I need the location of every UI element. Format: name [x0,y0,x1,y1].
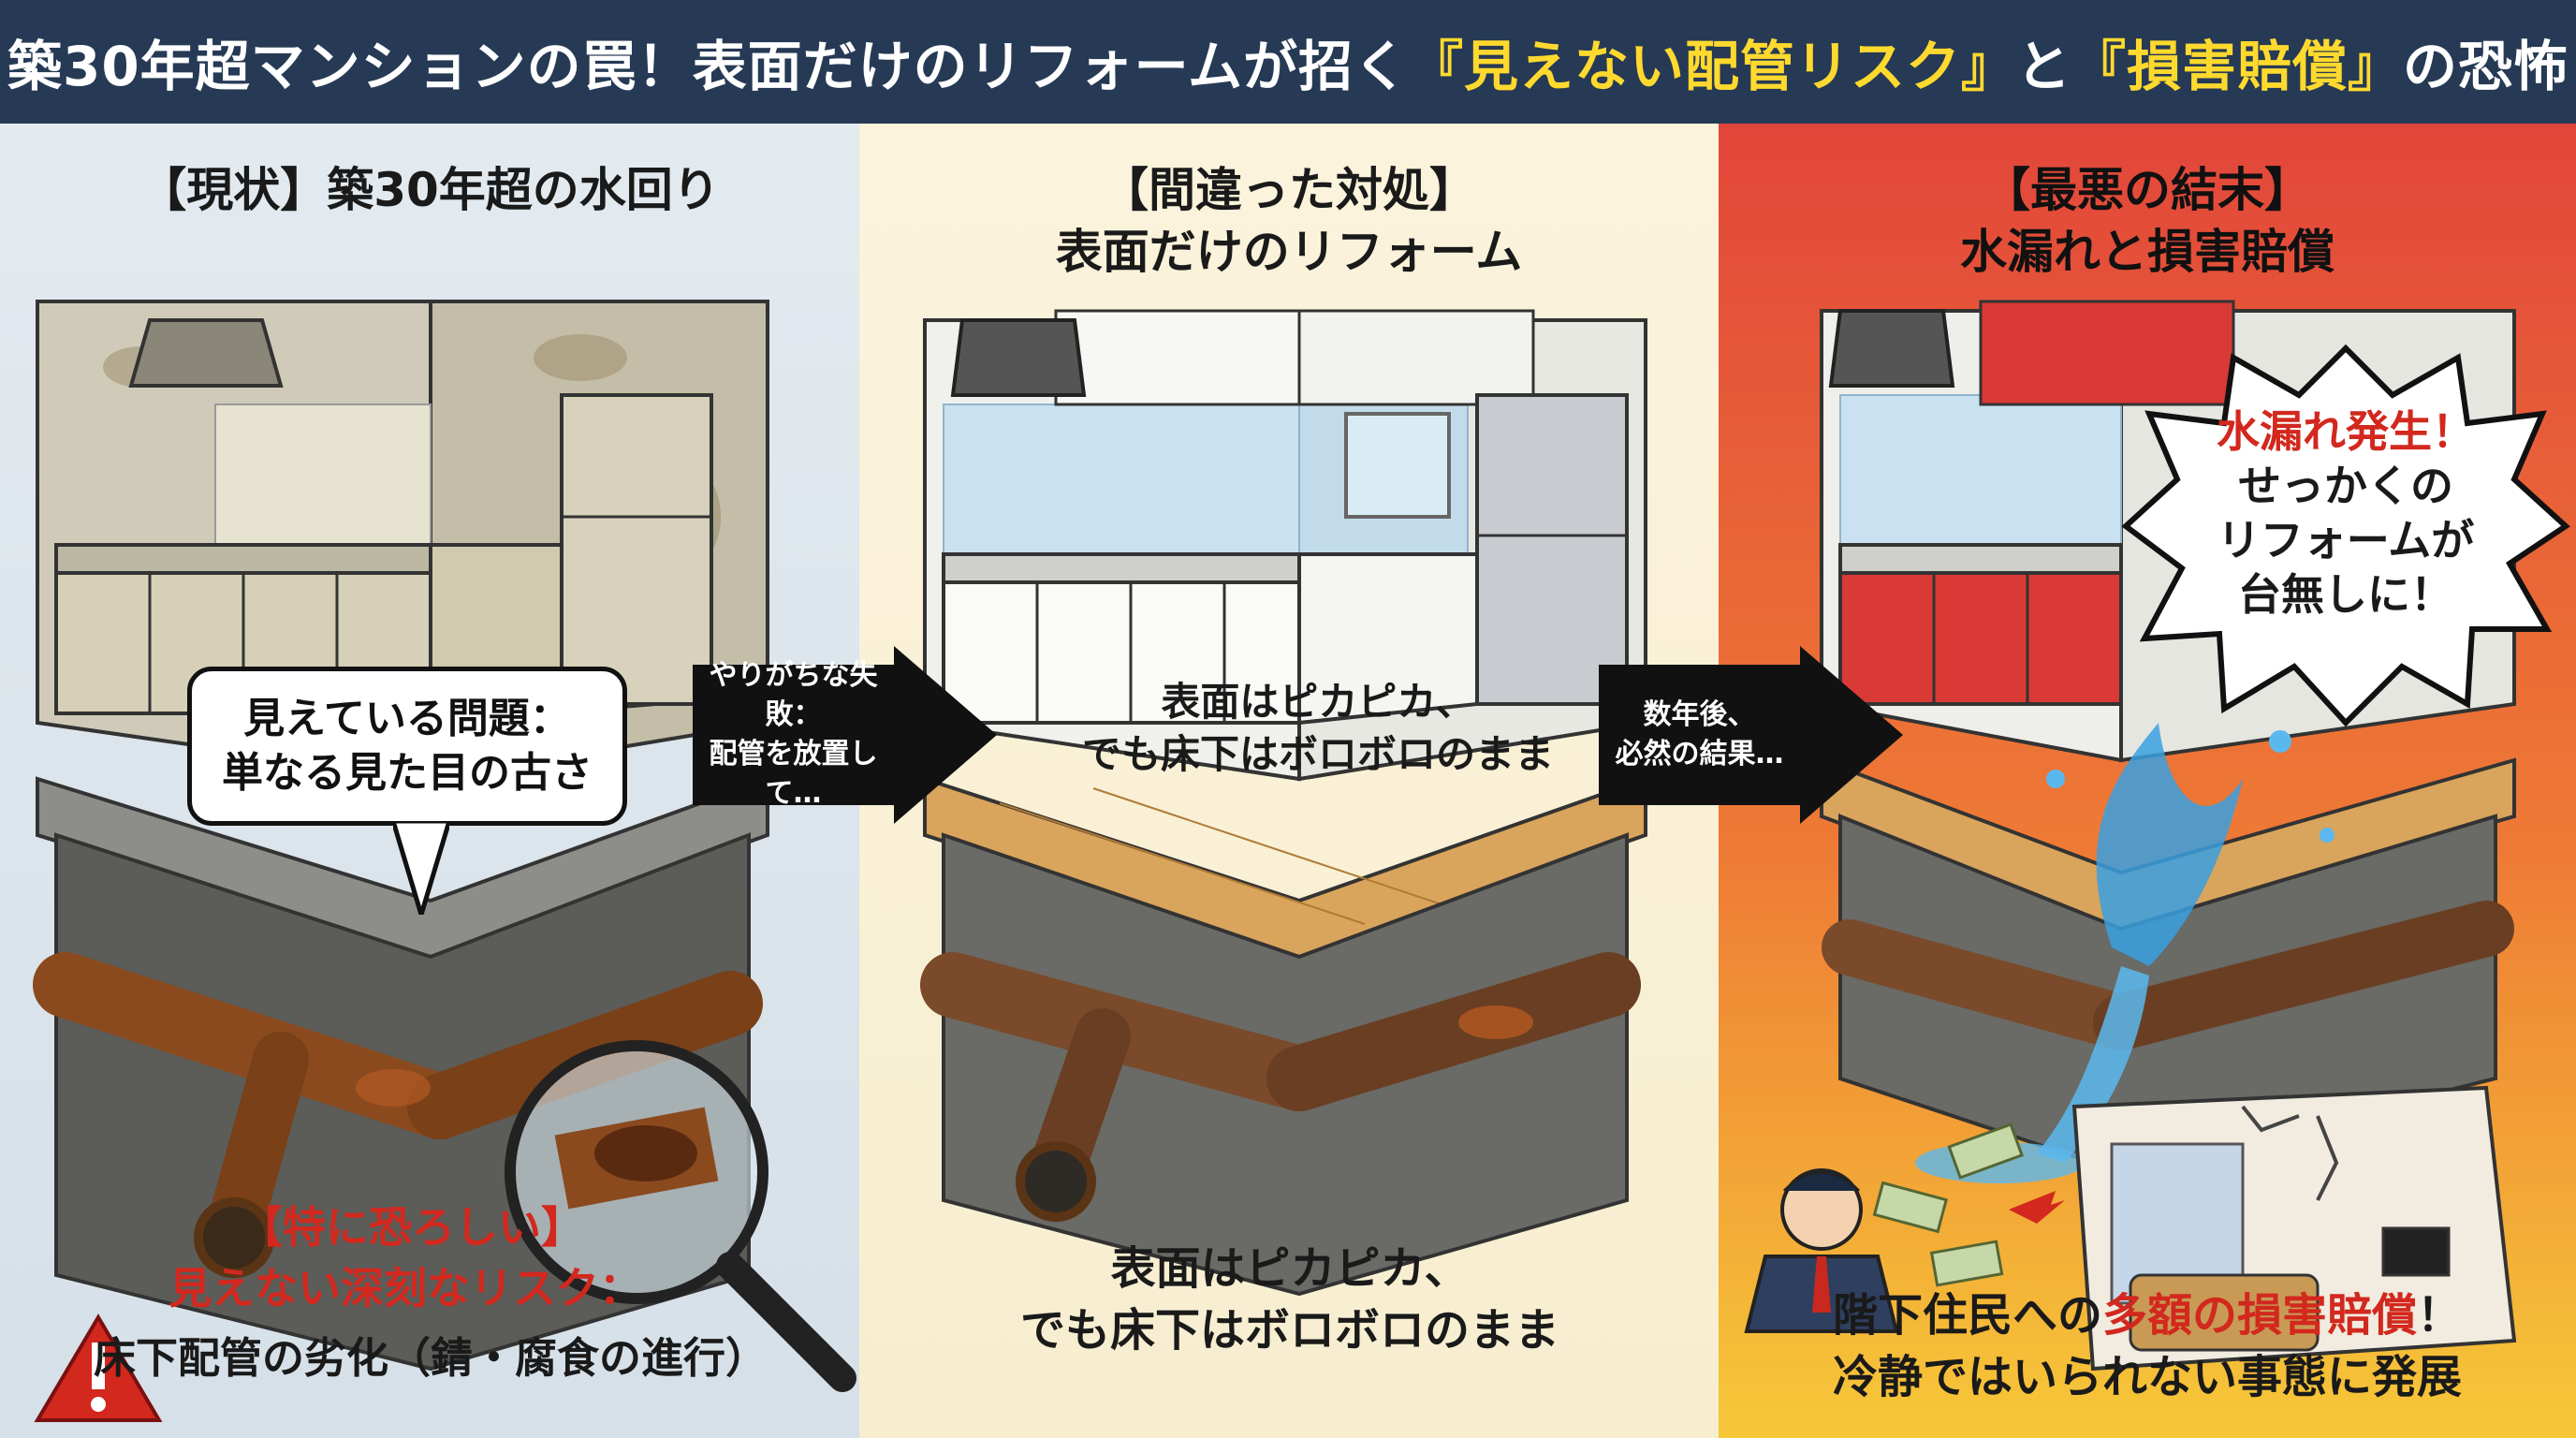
arrow-years-later-head [1800,646,1903,824]
arrow-years-later: 数年後、 必然の結果… [1599,646,1903,824]
panel3-caption: 階下住民への多額の損害賠償！ 冷静ではいられない事態に発展 [1832,1289,2463,1403]
old-kitchen-illustration [33,300,856,1422]
leak-burst-text: 水漏れ発生！ せっかくの リフォームが 台無しに！ [2217,406,2475,620]
panel2-title: 【間違った対処】 表面だけのリフォーム [1055,163,1523,279]
leak-burst-bubble-shape [2121,344,2570,727]
panel-worst-outcome: 【最悪の結末】 水漏れと損害賠償 [1719,124,2576,1438]
arrow-mistake-head [894,646,997,824]
panel3-title: 【最悪の結末】 水漏れと損害賠償 [1960,163,2334,279]
arrow-mistake: やりがちな失敗： 配管を放置して… [693,646,997,824]
page-title: 築30年超マンションの罠！表面だけのリフォームが招く『見えない配管リスク』と『損… [7,35,2569,98]
panel2-caption: 表面はピカピカ、 でも床下はボロボロのまま [1019,1242,1559,1357]
header-bar: 築30年超マンションの罠！表面だけのリフォームが招く『見えない配管リスク』と『損… [0,0,2576,124]
shiny-surface-overlay: 表面はピカピカ、 でも床下はボロボロのまま [1081,679,1554,777]
visible-problem-bubble: 見えている問題： 単なる見た目の古さ [187,667,627,826]
damages-highlight: 多額の損害賠償 [2101,1289,2417,1342]
renovated-kitchen-illustration [920,309,1647,1297]
title-highlight-pipe-risk: 『見えない配管リスク』 [1408,35,2016,98]
bubble-tail [393,821,449,915]
panel-wrong-approach: 【間違った対処】 表面だけのリフォーム [859,124,1719,1438]
panel1-title: 【現状】築30年超の水回り [139,163,720,217]
title-highlight-damages: 『損害賠償』 [2071,35,2403,98]
